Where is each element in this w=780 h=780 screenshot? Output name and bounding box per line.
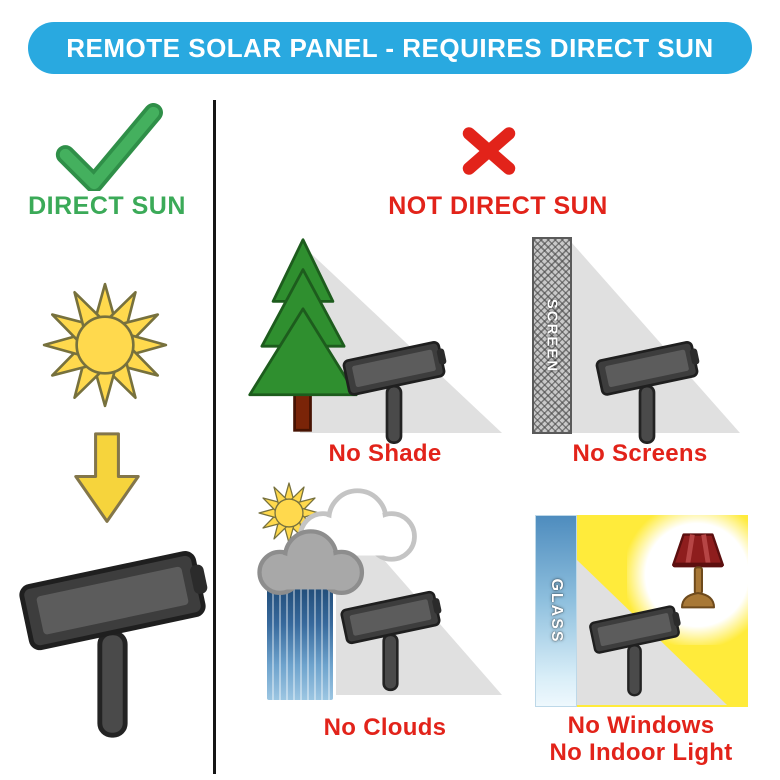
- header-banner: REMOTE SOLAR PANEL - REQUIRES DIRECT SUN: [28, 22, 752, 74]
- window-room-panel: GLASS: [535, 515, 748, 707]
- check-icon: [55, 103, 163, 191]
- caption-no-shade: No Shade: [328, 440, 442, 467]
- storm-cloud-icon: [257, 529, 365, 596]
- lamp-icon: [672, 533, 724, 609]
- not-direct-sun-label: NOT DIRECT SUN: [388, 192, 608, 220]
- solar-panel-icon: [342, 341, 447, 444]
- solar-panel-icon: [340, 590, 442, 692]
- caption-no-clouds: No Clouds: [323, 714, 447, 741]
- caption-no-windows: No Windows No Indoor Light: [510, 712, 772, 766]
- solar-panel-icon: [595, 341, 700, 444]
- page-title: REMOTE SOLAR PANEL - REQUIRES DIRECT SUN: [66, 33, 714, 63]
- caption-no-windows-line2: No Indoor Light: [549, 739, 733, 766]
- rain-icon: [267, 583, 333, 700]
- x-icon: [462, 127, 516, 175]
- pine-tree-icon: [248, 238, 358, 432]
- sun-icon: [42, 282, 168, 408]
- direct-sun-label: DIRECT SUN: [28, 192, 186, 220]
- section-divider: [213, 100, 216, 774]
- caption-no-windows-line1: No Windows: [567, 712, 715, 739]
- down-arrow-icon: [74, 432, 140, 523]
- solar-panel-icon: [19, 551, 208, 738]
- glass-bar: GLASS: [535, 515, 577, 707]
- solar-panel-icon: [589, 605, 681, 697]
- caption-no-screens: No Screens: [572, 440, 708, 467]
- glass-bar-label: GLASS: [548, 578, 565, 644]
- screen-bar: SCREEN: [532, 237, 572, 434]
- cloud-icon: [297, 488, 417, 562]
- screen-bar-label: SCREEN: [543, 298, 561, 373]
